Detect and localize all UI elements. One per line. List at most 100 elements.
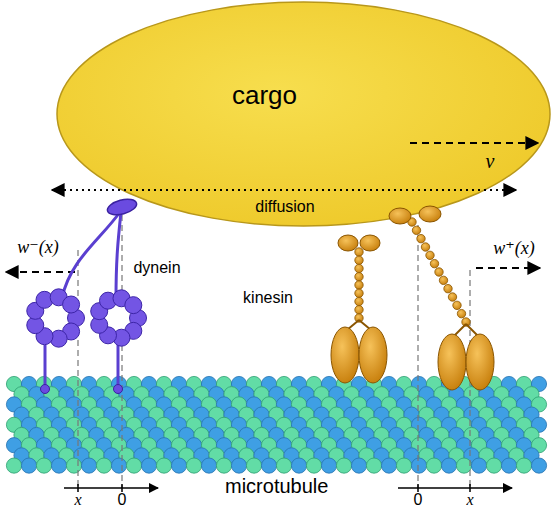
tubulin-subunit — [231, 397, 246, 412]
tubulin-subunit — [359, 407, 374, 422]
dynein-rate-arrow — [6, 271, 75, 273]
tubulin-subunit — [81, 417, 96, 432]
tubulin-subunit — [66, 458, 81, 473]
kinesin-stalk-bead — [444, 284, 452, 292]
tubulin-subunit — [179, 387, 194, 402]
kinesin-stalk-bead — [439, 276, 447, 284]
tubulin-subunit — [411, 397, 426, 412]
tubulin-subunit — [396, 417, 411, 432]
tubulin-subunit — [426, 376, 441, 391]
tubulin-subunit — [14, 448, 29, 463]
tubulin-subunit — [381, 458, 396, 473]
tubulin-subunit — [396, 438, 411, 453]
tubulin-subunit — [321, 438, 336, 453]
tubulin-subunit — [104, 427, 119, 442]
tubulin-subunit — [321, 417, 336, 432]
tubulin-subunit — [381, 376, 396, 391]
tubulin-subunit — [434, 407, 449, 422]
tubulin-subunit — [21, 376, 36, 391]
tubulin-subunit — [531, 458, 546, 473]
tubulin-subunit — [246, 458, 261, 473]
rate-label: w⁺(x) — [493, 239, 534, 257]
tubulin-subunit — [66, 438, 81, 453]
tubulin-subunit — [119, 407, 134, 422]
tubulin-subunit — [164, 387, 179, 402]
tubulin-subunit — [96, 458, 111, 473]
tubulin-subunit — [276, 397, 291, 412]
dynein-stalk — [44, 345, 47, 388]
tubulin-subunit — [276, 458, 291, 473]
tubulin-subunit — [434, 448, 449, 463]
tubulin-subunit — [344, 387, 359, 402]
tubulin-subunit — [464, 427, 479, 442]
cargo-node: cargo — [55, 0, 552, 230]
axis-tick — [469, 484, 471, 492]
kinesin-tail — [360, 235, 380, 251]
tubulin-subunit — [479, 427, 494, 442]
tubulin-subunit — [179, 427, 194, 442]
tubulin-subunit — [194, 407, 209, 422]
tubulin-subunit — [411, 417, 426, 432]
dynein-linker — [62, 212, 120, 298]
tubulin-subunit — [374, 448, 389, 463]
tubulin-subunit — [149, 407, 164, 422]
tubulin-subunit — [44, 427, 59, 442]
tubulin-subunit — [261, 458, 276, 473]
tubulin-subunit — [531, 376, 546, 391]
kinesin-stalk-bead — [355, 256, 363, 264]
tubulin-subunit — [81, 438, 96, 453]
tubulin-subunit — [531, 438, 546, 453]
cargo-ellipse — [57, 2, 550, 226]
tubulin-subunit — [366, 417, 381, 432]
tubulin-subunit — [471, 417, 486, 432]
tubulin-subunit — [231, 458, 246, 473]
tubulin-subunit — [524, 407, 539, 422]
tubulin-subunit — [134, 427, 149, 442]
tubulin-subunit — [336, 397, 351, 412]
tubulin-subunit — [209, 407, 224, 422]
tubulin-subunit — [254, 448, 269, 463]
dynein-ring-bead — [125, 297, 142, 314]
tubulin-subunit — [209, 448, 224, 463]
diffusion-label: diffusion — [255, 199, 314, 215]
tubulin-subunit — [441, 397, 456, 412]
tubulin-subunit — [464, 407, 479, 422]
tubulin-subunit — [404, 407, 419, 422]
dynein-ring-bead — [63, 296, 80, 313]
tubulin-subunit — [291, 376, 306, 391]
tubulin-subunit — [29, 427, 44, 442]
tubulin-subunit — [269, 407, 284, 422]
tubulin-subunit — [51, 417, 66, 432]
kinesin-tail — [338, 235, 358, 251]
tubulin-subunit — [501, 376, 516, 391]
tubulin-subunit — [464, 448, 479, 463]
tubulin-subunit — [156, 417, 171, 432]
kinesin-tail — [389, 208, 411, 224]
tubulin-subunit — [111, 397, 126, 412]
tubulin-subunit — [171, 458, 186, 473]
tubulin-subunit — [186, 458, 201, 473]
tubulin-subunit — [486, 397, 501, 412]
tubulin-subunit — [524, 448, 539, 463]
tubulin-subunit — [156, 376, 171, 391]
tubulin-subunit — [486, 438, 501, 453]
tubulin-subunit — [6, 417, 21, 432]
tubulin-subunit — [381, 397, 396, 412]
tubulin-subunit — [381, 438, 396, 453]
tubulin-subunit — [171, 438, 186, 453]
tubulin-subunit — [246, 397, 261, 412]
tubulin-subunit — [299, 448, 314, 463]
tubulin-subunit — [66, 376, 81, 391]
tubulin-subunit — [6, 458, 21, 473]
axis-tick — [121, 484, 123, 492]
tubulin-subunit — [179, 448, 194, 463]
tubulin-subunit — [44, 448, 59, 463]
tubulin-subunit — [201, 458, 216, 473]
tubulin-subunit — [134, 387, 149, 402]
tubulin-subunit — [471, 397, 486, 412]
tubulin-subunit — [404, 427, 419, 442]
tubulin-subunit — [276, 417, 291, 432]
tubulin-subunit — [89, 448, 104, 463]
kinesin-stalk-bead — [355, 297, 363, 305]
tubulin-subunit — [404, 448, 419, 463]
